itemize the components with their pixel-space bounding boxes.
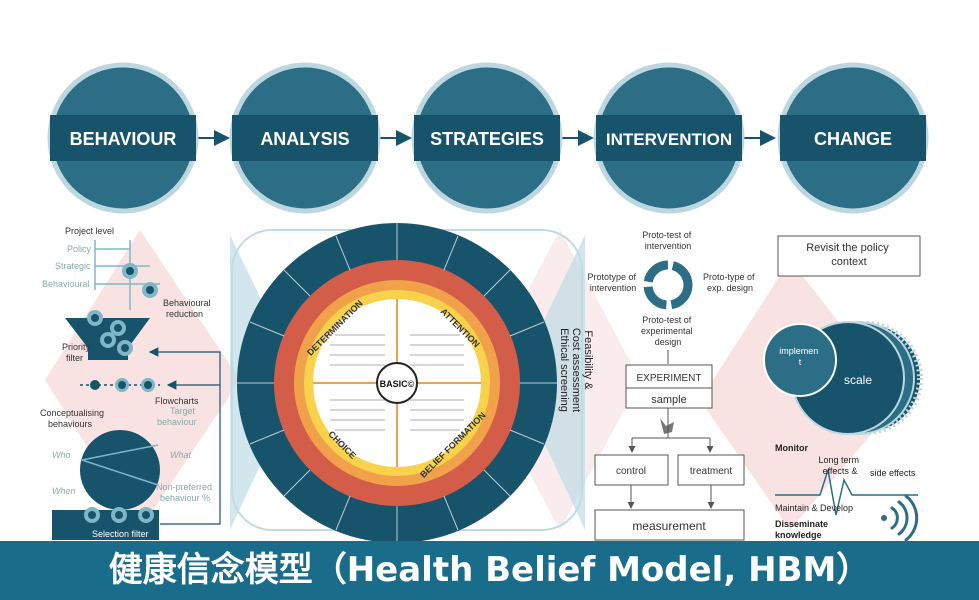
feasibility-line-2: Cost assessment xyxy=(570,328,582,412)
change-panel: Revisit the policy context scale impleme… xyxy=(763,235,923,542)
treatment-label: treatment xyxy=(690,466,732,477)
behaviour-panel: Project level Policy Strategic Behaviour… xyxy=(40,226,221,540)
caption-bar: 健康信念模型（Health Belief Model, HBM） xyxy=(0,541,979,600)
stage-label: CHANGE xyxy=(814,129,892,149)
conceptual-circle xyxy=(80,430,160,510)
stage-intervention: INTERVENTION xyxy=(593,62,745,214)
intervention-panel: Proto-test of intervention Prototype of … xyxy=(587,230,757,541)
stage-label: BEHAVIOUR xyxy=(70,129,177,149)
revisit-label: Revisit the policy context xyxy=(806,242,892,268)
sample-label: sample xyxy=(651,394,686,406)
feasibility-line-1: Feasibility & xyxy=(582,330,594,390)
maintain-label: Maintain & Develop xyxy=(775,503,853,513)
long-term-label: Long term effects & xyxy=(818,455,861,476)
flowcharts-label: Flowcharts xyxy=(155,396,199,406)
stage-change: CHANGE xyxy=(777,62,929,214)
revisit-box xyxy=(777,235,921,277)
prototype-design-label: Proto-type of exp. design xyxy=(703,272,757,293)
level-policy: Policy xyxy=(67,244,92,254)
stage-analysis: ANALYSIS xyxy=(229,62,381,214)
hand-icon xyxy=(660,418,674,434)
measurement-label: measurement xyxy=(632,519,706,533)
basic-center-label: BASIC© xyxy=(380,379,415,389)
broadcast-icon xyxy=(881,494,919,542)
control-label: control xyxy=(616,466,646,477)
control-box xyxy=(594,454,669,486)
cycle-arrows-icon xyxy=(643,260,693,310)
stage-label: ANALYSIS xyxy=(260,129,349,149)
project-level-label: Project level xyxy=(65,226,114,236)
non-preferred-label: Non-preferred behaviour % xyxy=(156,482,215,503)
proto-experimental-label: Proto-test of experimental design xyxy=(641,315,695,347)
prototype-intervention-label: Prototype of intervention xyxy=(587,272,638,293)
implement-label: implemen t xyxy=(779,346,821,367)
experiment-box xyxy=(625,364,713,409)
side-effects-label: side effects xyxy=(870,468,916,478)
stage-label: INTERVENTION xyxy=(606,130,732,149)
who-label: Who xyxy=(52,450,71,460)
basic-center-badge xyxy=(376,362,418,404)
basic-wheel: DETERMINATION ATTENTION CHOICE BELIEF FO… xyxy=(237,223,557,543)
stage-strategies: STRATEGIES xyxy=(411,62,563,214)
behavioural-reduction-label: Behavioural reduction xyxy=(163,298,213,319)
scale-label: scale xyxy=(844,373,872,387)
stage-label: STRATEGIES xyxy=(430,129,544,149)
proto-intervention-label: Proto-test of intervention xyxy=(642,230,694,251)
feasibility-block: Feasibility & Cost assessment Ethical sc… xyxy=(558,328,594,412)
priority-filter-label: Priority filter xyxy=(62,342,93,363)
monitor-label: Monitor xyxy=(775,443,808,453)
selection-filter-label: Selection filter xyxy=(92,529,149,539)
stage-row: BEHAVIOUR ANALYSIS STRATEGIES INTERVENTI… xyxy=(47,62,929,214)
conceptualising-label: Conceptualising behaviours xyxy=(40,408,107,429)
feasibility-line-3: Ethical screening xyxy=(558,328,570,412)
when-label: When xyxy=(52,486,76,496)
target-behaviour-label: Target behaviour xyxy=(157,406,198,427)
funnel-icon xyxy=(65,310,150,360)
stage-behaviour: BEHAVIOUR xyxy=(47,62,199,214)
experiment-label: EXPERIMENT xyxy=(636,373,701,384)
pulse-line xyxy=(775,469,918,516)
level-strategic: Strategic xyxy=(55,261,91,271)
disseminate-label: Disseminate knowledge xyxy=(775,519,831,540)
measurement-box xyxy=(594,509,745,541)
level-behavioural: Behavioural xyxy=(42,279,90,289)
what-label: What xyxy=(170,450,192,460)
